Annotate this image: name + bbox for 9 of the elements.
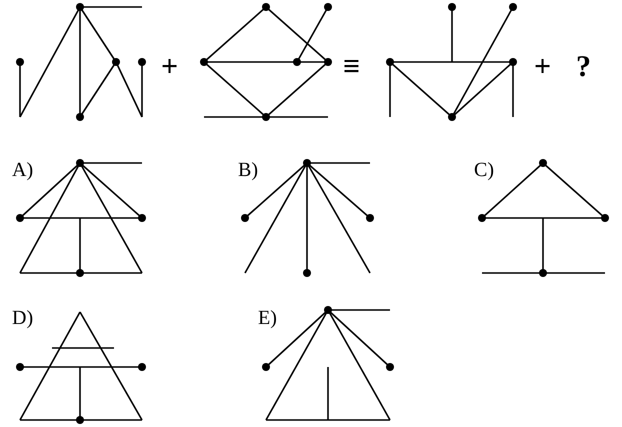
plus-sign: +	[534, 52, 552, 82]
equivalence-sign: ≡	[343, 52, 360, 82]
option-label: E)	[258, 308, 277, 328]
option-label: C)	[474, 160, 494, 180]
question-mark: ?	[576, 52, 591, 82]
option-label: D)	[12, 308, 34, 328]
option-label: B)	[238, 160, 258, 180]
option-label: A)	[12, 160, 34, 180]
plus-sign: +	[161, 52, 178, 82]
